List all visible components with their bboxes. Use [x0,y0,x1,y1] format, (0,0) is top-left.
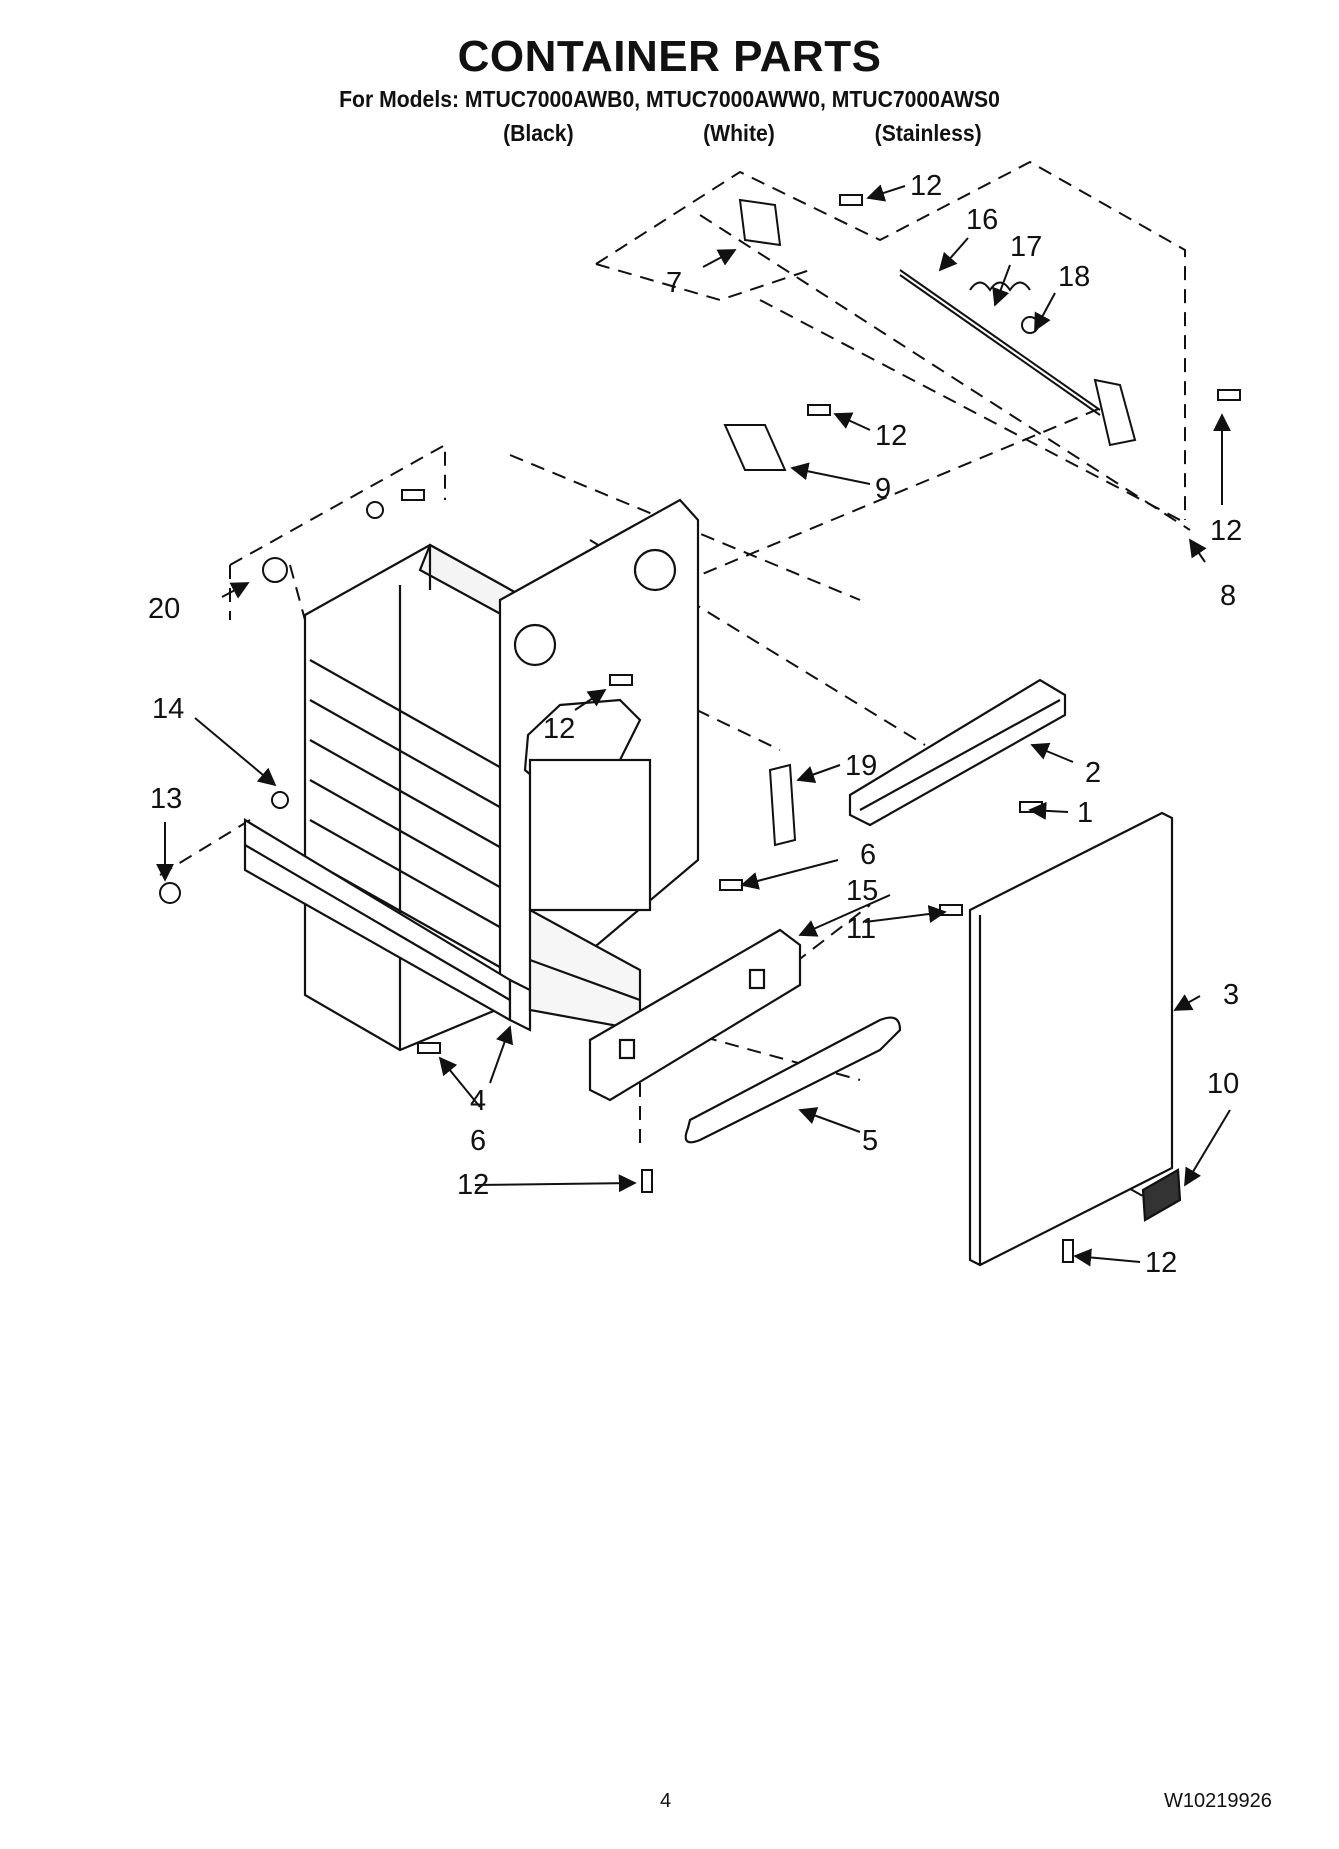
callout-12-right: 12 [1210,515,1242,547]
callout-12-bracket: 12 [875,420,907,452]
top-trim-part-2 [848,678,1067,827]
page-number: 4 [660,1790,672,1812]
callout-12-top: 12 [910,170,942,202]
callout-3: 3 [1223,979,1239,1011]
callout-18: 18 [1058,261,1090,293]
callout-6-upper: 6 [860,839,876,871]
models-line: For Models: MTUC7000AWB0, MTUC7000AWW0, … [339,86,1000,112]
callout-13: 13 [150,783,182,815]
variant-black: (Black) [503,120,574,146]
callout-14: 14 [152,693,184,725]
callout-12-door: 12 [1145,1247,1177,1279]
callout-11: 11 [846,913,876,945]
hinge-bracket-part-7 [738,198,782,247]
kick-plate-part-15 [588,928,802,1102]
callout-15: 15 [846,875,878,907]
door-panel-part-3 [968,811,1182,1267]
callout-20: 20 [148,593,180,625]
callout-10: 10 [1207,1068,1239,1100]
callout-4: 4 [470,1085,486,1117]
callout-17: 17 [1010,231,1042,263]
callout-7: 7 [666,267,682,299]
page-title: CONTAINER PARTS [457,32,882,81]
document-number: W10219926 [1164,1790,1272,1812]
callout-9: 9 [875,473,891,505]
callout-19: 19 [845,750,877,782]
callout-8: 8 [1220,580,1236,612]
hinge-bracket-part-9 [723,424,787,471]
leader-arrows [156,184,1231,1267]
plug-part-20 [262,501,384,583]
callout-5: 5 [862,1125,878,1157]
rear-panel [498,498,700,1012]
callout-6-lower: 6 [470,1125,486,1157]
callout-1: 1 [1077,797,1093,829]
callout-2: 2 [1085,757,1101,789]
handle-part-5 [684,1016,902,1144]
callout-labels: 12 16 17 18 7 12 9 12 8 20 12 14 19 2 13… [148,170,1242,1279]
variant-white: (White) [703,120,775,146]
hinge-rod-assembly [899,269,1137,447]
callout-12-middle: 12 [543,713,575,745]
variant-stainless: (Stainless) [874,120,982,146]
callout-12-bottom: 12 [457,1169,489,1201]
callout-16: 16 [966,204,998,236]
base-rail [243,818,532,1032]
bracket-part-19 [768,763,797,847]
